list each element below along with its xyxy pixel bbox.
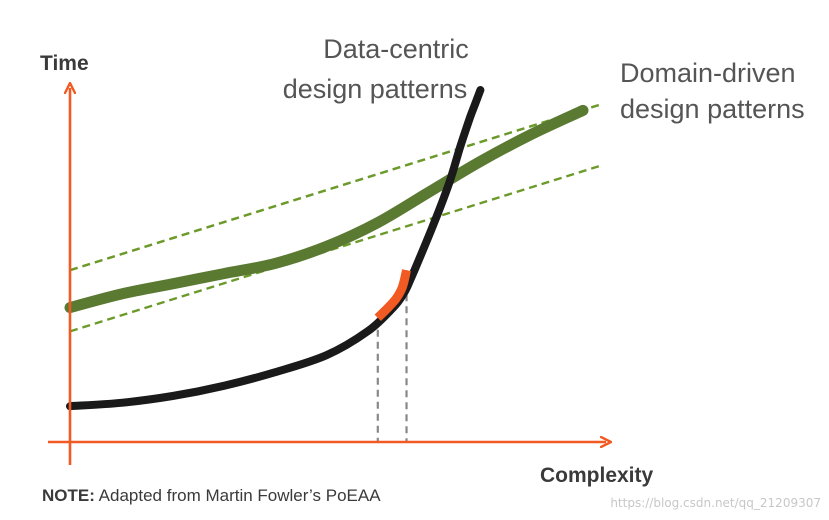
y-axis-label: Time <box>40 52 89 75</box>
watermark: https://blog.csdn.net/qq_21209307 <box>610 496 821 510</box>
data-centric-label-line-2: design patterns <box>283 74 468 104</box>
note-prefix: NOTE: <box>42 486 95 505</box>
band-upper-dashed-line <box>69 102 604 272</box>
series-data-centric-line <box>66 86 485 411</box>
series-domain-driven-line <box>64 104 589 314</box>
domain-driven-label-line-2: design patterns <box>620 94 805 124</box>
data-centric-label-line-1: Data-centric <box>323 34 469 64</box>
highlight-segment <box>374 269 411 321</box>
note-text: Adapted from Martin Fowler’s PoEAA <box>94 486 381 505</box>
domain-driven-label-line-1: Domain-driven <box>620 58 796 88</box>
note: NOTE: Adapted from Martin Fowler’s PoEAA <box>42 486 381 506</box>
x-axis-label: Complexity <box>540 464 654 487</box>
